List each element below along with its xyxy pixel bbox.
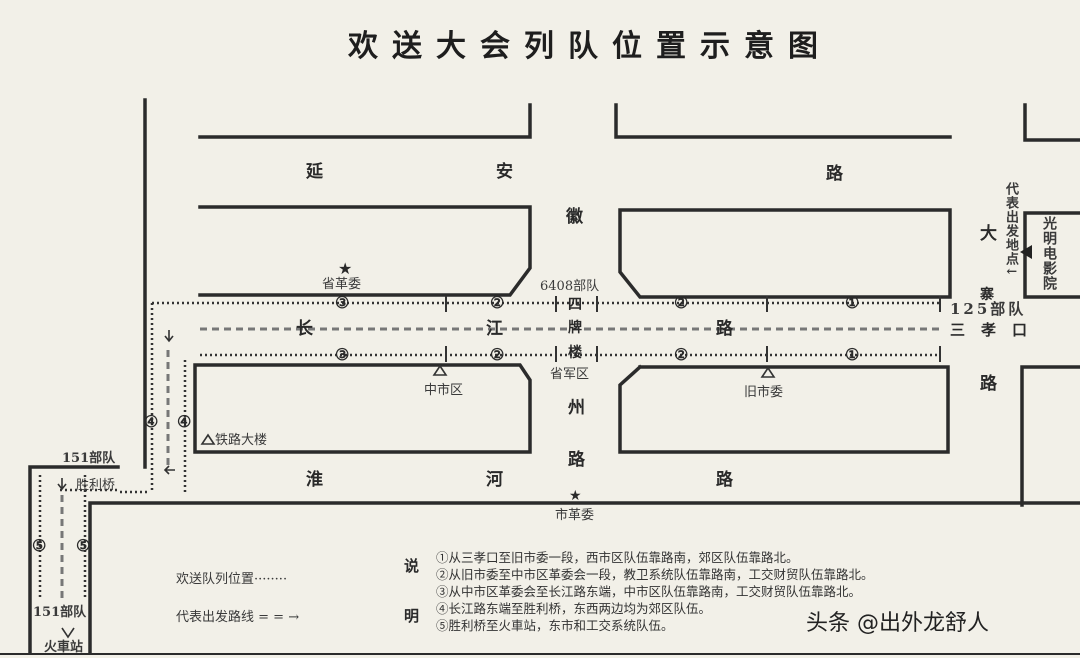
landmark-shenggewei: 省革委 <box>322 277 362 292</box>
legend-welcome-symbol: ········ <box>254 572 288 587</box>
block-cinema <box>1023 211 1080 299</box>
landmark-151-unit-bottom: 151部队 <box>33 605 87 620</box>
notes-heading-1: 说 <box>404 557 420 575</box>
road-dazhai-2: 寨 <box>980 287 994 303</box>
block-jiushiwei <box>618 364 950 454</box>
road-sipailou-3: 楼 <box>568 345 582 361</box>
block-shenggewei <box>198 205 532 297</box>
block-far-right <box>1020 365 1080 507</box>
marker-3: ③ <box>335 293 350 312</box>
road-huaihe-2: 河 <box>486 470 503 490</box>
road-yanan-2: 安 <box>496 162 513 182</box>
marker-2: ② <box>674 345 689 364</box>
landmark-151-unit-top: 151部队 <box>62 451 116 466</box>
marker-2: ② <box>490 345 505 364</box>
block-upper-right <box>618 208 952 299</box>
star-icon: ★ <box>569 488 582 504</box>
marker-5: ⑤ <box>76 536 91 555</box>
marker-4: ④ <box>177 412 192 431</box>
road-huizhou-1: 徽 <box>566 207 583 227</box>
pointer-left-icon <box>1020 245 1032 259</box>
landmark-start-point: 代表出发地点↓ <box>1003 182 1018 278</box>
page-title: 欢送大会列队位置示意图 <box>348 29 832 64</box>
marker-2: ② <box>490 293 505 312</box>
marker-3: ③ <box>335 345 350 364</box>
note-item: ③从中市区革委会至长江路东端，中市区队伍靠路南，工交财贸队伍靠路北。 <box>436 584 862 599</box>
note-item: ①从三孝口至旧市委一段，西市区队伍靠路南，郊区队伍靠路北。 <box>436 550 799 565</box>
road-changjiang-2: 江 <box>486 319 503 339</box>
road-sipailou-1: 四 <box>568 297 582 313</box>
legend-route-symbol: = = → <box>258 610 300 625</box>
landmark-guangming-cinema: 光明电影院 <box>1041 216 1057 291</box>
legend-route-label: 代表出发路线 <box>176 610 255 625</box>
marker-1: ① <box>845 293 860 312</box>
legend-welcome-position: 欢送队列位置········ <box>176 573 287 586</box>
triangle-icon <box>760 366 776 378</box>
road-yanan-3: 路 <box>826 164 843 184</box>
note-item: ②从旧市委至中市区革委会一段，教卫系统队伍靠路南，工交财贸队伍靠路北。 <box>436 567 874 582</box>
landmark-tielu-dalou: 铁路大楼 <box>215 433 268 448</box>
note-item: ⑤胜利桥至火車站，东市和工交系统队伍。 <box>436 618 674 633</box>
triangle-icon <box>432 364 448 376</box>
arrow-left-icon <box>163 465 175 475</box>
road-edge-station <box>28 465 120 654</box>
marker-2: ② <box>674 293 689 312</box>
marker-1: ① <box>845 345 860 364</box>
label-125-unit: 125部队 <box>950 300 1027 318</box>
road-huizhou-2: 州 <box>568 398 585 418</box>
road-yanan-1: 延 <box>306 162 323 182</box>
landmark-shengliqiao: 胜利桥 <box>76 478 116 493</box>
road-huizhou-3: 路 <box>568 450 585 470</box>
note-item: ④长江路东端至胜利桥，东西两边均为郊区队伍。 <box>436 601 712 616</box>
road-huaihe-3: 路 <box>716 470 733 490</box>
landmark-shengjunqu: 省军区 <box>550 367 590 382</box>
legend-route: 代表出发路线 = = → <box>176 611 299 624</box>
road-changjiang-3: 路 <box>716 319 733 339</box>
arrow-down-icon <box>164 330 174 343</box>
triangle-down-icon <box>61 627 75 639</box>
star-icon: ★ <box>338 259 353 278</box>
marker-4: ④ <box>144 412 159 431</box>
triangle-icon <box>200 433 216 445</box>
block-edge <box>614 103 952 139</box>
block-edge <box>198 103 532 139</box>
road-huaihe-1: 淮 <box>306 470 323 490</box>
landmark-huochezhan: 火車站 <box>44 640 84 655</box>
road-dazhai-1: 大 <box>980 224 997 244</box>
road-dazhai-3: 路 <box>980 374 997 394</box>
road-changjiang-1: 长 <box>296 319 313 339</box>
landmark-shigewei: 市革委 <box>555 508 595 523</box>
marker-5: ⑤ <box>32 536 47 555</box>
block-edge <box>1023 103 1080 142</box>
road-sipailou-2: 牌 <box>568 320 582 336</box>
landmark-zhongshiqu: 中市区 <box>424 383 464 398</box>
landmark-jiushiwei: 旧市委 <box>744 385 784 400</box>
notes-heading-2: 明 <box>404 607 420 625</box>
block-zhongshiqu <box>193 363 532 454</box>
road-sanxiaokou: 三孝口 <box>950 321 1044 339</box>
arrow-down-icon <box>57 478 67 491</box>
road-edge-huaihe <box>88 501 1080 654</box>
legend-welcome-label: 欢送队列位置 <box>176 572 255 587</box>
landmark-6408-unit: 6408部队 <box>540 279 600 294</box>
watermark: 头条 @出外龙舒人 <box>806 611 989 636</box>
